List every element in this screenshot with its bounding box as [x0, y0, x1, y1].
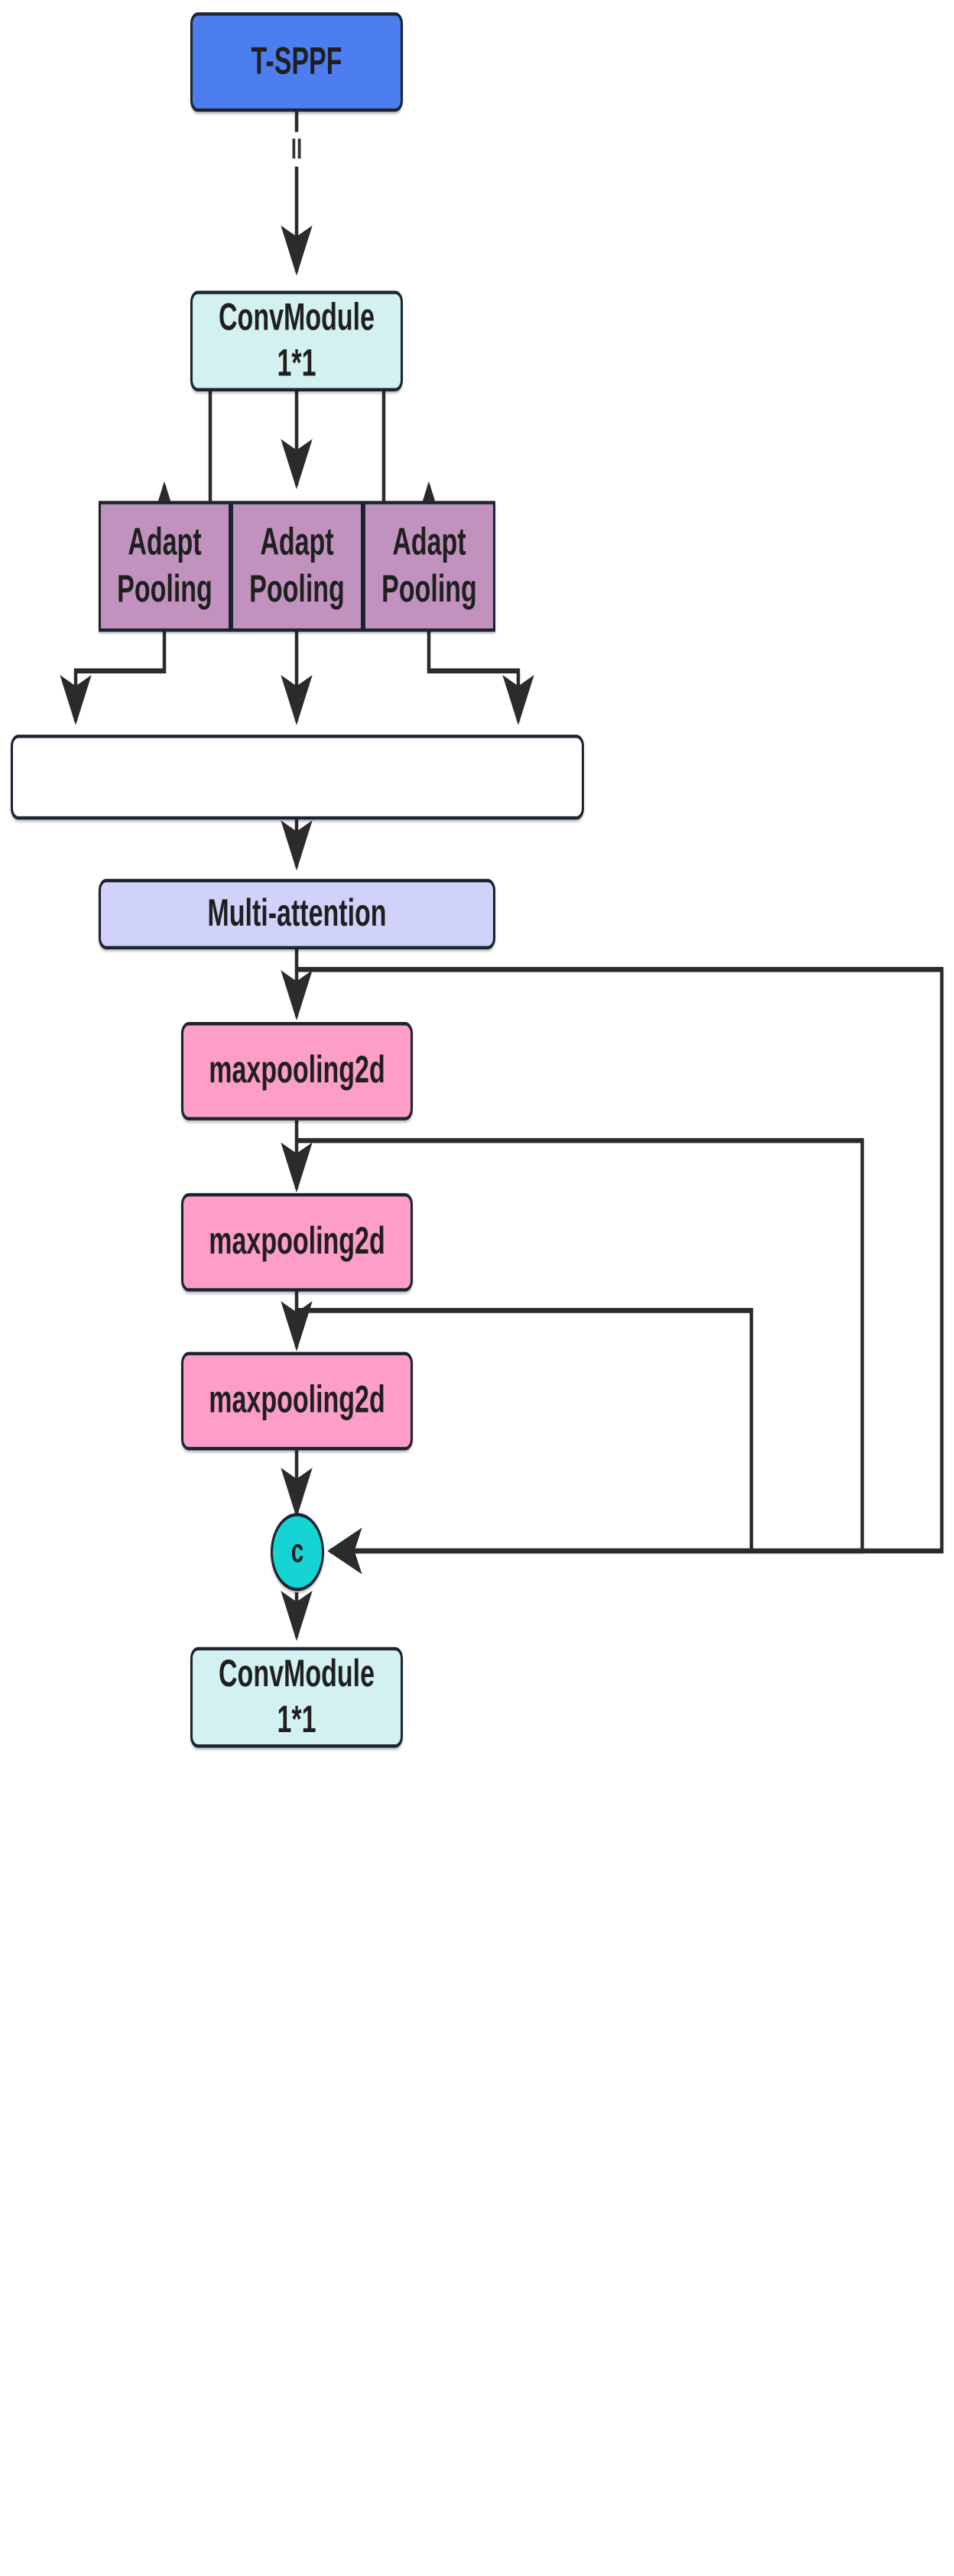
node-concat-bar[interactable] [11, 735, 584, 820]
node-convmodule-top-line2: 1*1 [277, 342, 316, 385]
node-convmodule-bottom[interactable]: ConvModule 1*1 [190, 1646, 403, 1748]
edge-label-tsppf-to-conv: II [287, 131, 306, 167]
node-adapt-pooling-2-line1: Adapt [260, 521, 334, 564]
node-adapt-pooling-1-line2: Pooling [117, 567, 213, 610]
node-maxpooling2d-3-label: maxpooling2d [209, 1379, 385, 1422]
node-convmodule-top[interactable]: ConvModule 1*1 [190, 290, 403, 391]
node-maxpooling2d-2-label: maxpooling2d [209, 1220, 385, 1263]
node-convmodule-bottom-line1: ConvModule [219, 1652, 375, 1695]
flowchart-diagram: T-SPPF II ConvModule 1*1 Adapt Pooling A… [11, 12, 944, 1748]
node-adapt-pooling-3[interactable]: Adapt Pooling [363, 501, 495, 632]
node-adapt-pooling-3-line2: Pooling [381, 567, 477, 610]
node-t-sppf[interactable]: T-SPPF [190, 12, 403, 112]
node-multi-attention[interactable]: Multi-attention [99, 878, 495, 949]
node-convmodule-bottom-line2: 1*1 [277, 1698, 316, 1741]
node-concat-circle-label: c [290, 1533, 304, 1570]
node-convmodule-top-line1: ConvModule [219, 295, 375, 339]
node-t-sppf-label: T-SPPF [251, 40, 342, 83]
node-adapt-pooling-3-line1: Adapt [392, 521, 466, 564]
node-maxpooling2d-2[interactable]: maxpooling2d [181, 1192, 413, 1292]
node-adapt-pooling-1-line1: Adapt [128, 521, 202, 564]
node-adapt-pooling-2-line2: Pooling [249, 567, 345, 610]
node-adapt-pooling-1[interactable]: Adapt Pooling [99, 501, 231, 632]
node-adapt-pooling-2[interactable]: Adapt Pooling [231, 501, 363, 632]
node-concat-circle[interactable]: c [271, 1513, 324, 1591]
node-multi-attention-label: Multi-attention [207, 892, 387, 935]
edge-adapt3-to-blank [427, 631, 534, 725]
edge-adapt1-to-blank [60, 631, 167, 725]
node-maxpooling2d-3[interactable]: maxpooling2d [181, 1351, 413, 1451]
node-maxpooling2d-1-label: maxpooling2d [209, 1049, 385, 1092]
node-maxpooling2d-1[interactable]: maxpooling2d [181, 1022, 413, 1121]
